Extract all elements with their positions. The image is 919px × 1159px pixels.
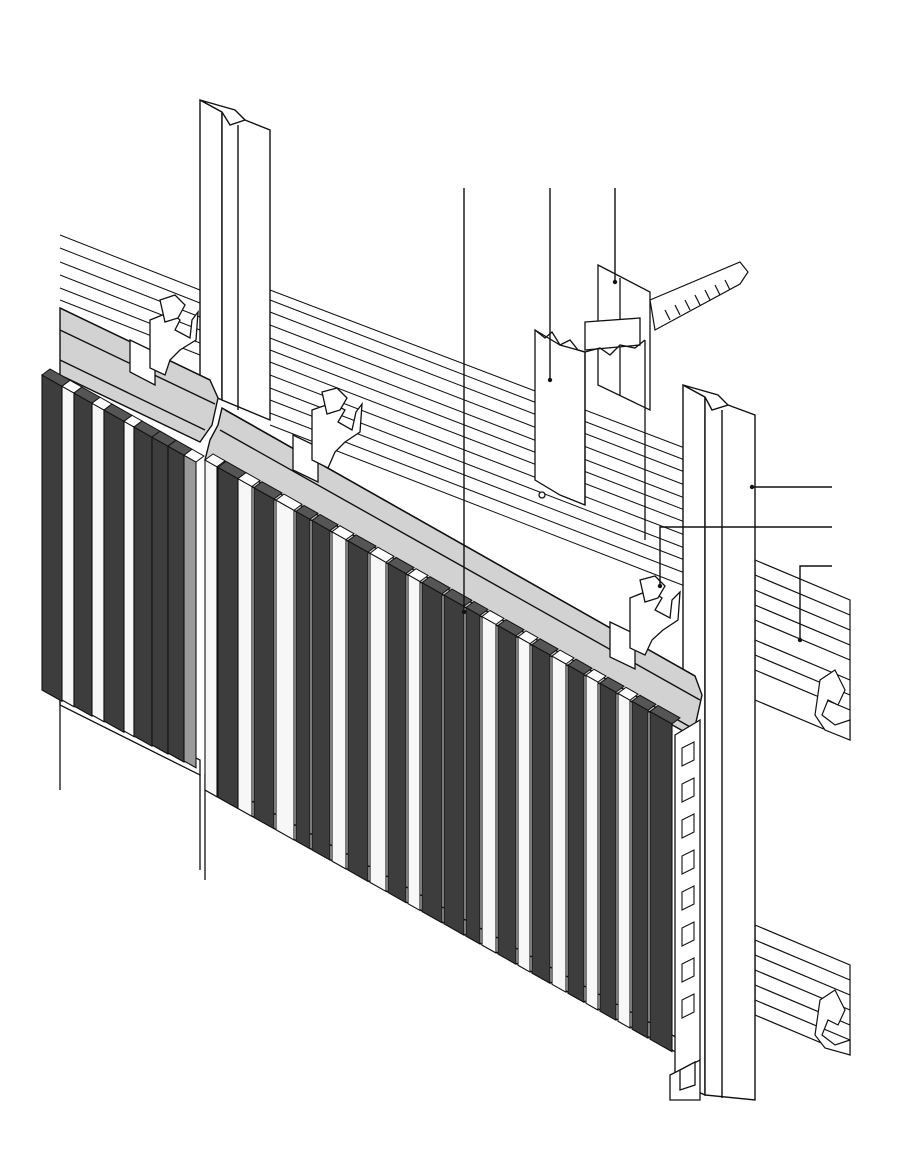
left-vertical-mullion <box>199 98 271 422</box>
tile-right-9 <box>347 539 369 883</box>
tile-right-4 <box>253 486 275 830</box>
tile-left-3 <box>73 392 93 718</box>
tile-right-19-cap <box>531 638 559 656</box>
tile-right-13-cap <box>421 576 451 595</box>
tile-left-2 <box>61 385 75 708</box>
tile-right-21-cap <box>567 658 593 675</box>
tile-right-4-cap <box>253 481 283 500</box>
tile-right-15-cap <box>465 600 489 616</box>
tile-right-20-cap <box>551 649 575 665</box>
tile-clip-middle <box>292 387 363 484</box>
tile-right-7 <box>311 519 331 862</box>
hollow-chamber-3 <box>681 813 695 839</box>
tile-left-8 <box>151 436 169 755</box>
tile-right-6 <box>295 510 311 850</box>
tile-right-18 <box>517 635 531 974</box>
tile-right-17 <box>497 624 517 966</box>
leader-line-clip <box>659 526 832 586</box>
tile-right-22-cap <box>585 668 607 683</box>
tile-left-10 <box>183 454 197 769</box>
tile-right-10 <box>369 552 387 893</box>
hollow-chamber-5 <box>681 885 695 911</box>
hollow-chambers <box>681 741 695 1019</box>
tile-right-20 <box>551 655 567 994</box>
tile-right-24 <box>617 692 631 1030</box>
hollow-chamber-1 <box>681 741 695 767</box>
tile-right-5 <box>275 499 295 841</box>
wall-bracket <box>584 263 651 412</box>
tile-right-17-cap <box>497 618 525 637</box>
tile-right-26-cap <box>649 704 681 725</box>
tile-right-1-cap <box>204 453 226 468</box>
terracotta-tiles-right-panel <box>204 453 681 1053</box>
tile-clip-right <box>609 575 681 671</box>
hollow-chamber-8 <box>681 993 695 1019</box>
tile-right-6-cap <box>295 504 319 520</box>
tile-right-8-cap <box>331 525 355 541</box>
tile-left-9 <box>167 445 185 763</box>
wall-dowel-anchor <box>649 261 749 331</box>
leader-lines <box>463 188 832 640</box>
tile-clip-left <box>129 294 199 387</box>
tile-right-10-cap <box>369 546 395 563</box>
leader-dots <box>461 279 803 643</box>
tile-right-11 <box>387 562 407 904</box>
tile-right-8 <box>331 530 347 870</box>
tile-right-19 <box>531 643 551 985</box>
tile-right-13 <box>421 581 443 924</box>
tile-right-14-cap <box>443 588 473 607</box>
upper-rail-lines-left <box>59 234 201 356</box>
tile-right-16-cap <box>481 609 505 626</box>
tile-right-1 <box>204 459 218 798</box>
tile-right-24-cap <box>617 686 639 701</box>
tile-right-14 <box>443 594 465 937</box>
tile-right-23-cap <box>599 676 625 693</box>
tile-right-16 <box>481 615 497 954</box>
vertical-subframe-profile <box>534 328 646 540</box>
tile-end-section <box>669 718 701 1101</box>
hollow-chamber-6 <box>681 921 695 947</box>
tile-right-22 <box>585 674 599 1012</box>
tile-right-18-cap <box>517 630 539 645</box>
hollow-chamber-4 <box>681 849 695 875</box>
tile-right-25-cap <box>631 694 657 711</box>
tile-right-15 <box>465 606 481 946</box>
tile-left-1 <box>41 374 63 703</box>
hollow-chamber-7 <box>681 957 695 983</box>
hollow-chamber-2 <box>681 777 695 803</box>
tile-right-12-cap <box>407 568 429 583</box>
tile-right-3 <box>237 477 253 818</box>
tile-right-25 <box>631 700 649 1040</box>
tile-right-23 <box>599 682 617 1022</box>
tile-right-26 <box>649 710 673 1053</box>
leader-line-rail <box>799 565 832 640</box>
tile-right-3-cap <box>237 472 261 488</box>
tile-right-7-cap <box>311 513 339 532</box>
right-rail-lower <box>754 924 851 1056</box>
tile-left-7 <box>133 426 153 748</box>
tile-right-12 <box>407 573 421 912</box>
tile-left-10-cap <box>183 448 205 463</box>
tile-left-5 <box>103 409 125 734</box>
tile-left-6 <box>123 420 135 738</box>
tile-right-11-cap <box>387 556 415 575</box>
tile-left-4 <box>91 402 105 723</box>
tile-right-5-cap <box>275 493 303 511</box>
terracotta-tiles-left-panel <box>41 368 205 769</box>
right-rail-upper <box>754 559 851 741</box>
tile-right-2 <box>217 466 239 810</box>
tile-right-21 <box>567 664 585 1004</box>
tile-right-9-cap <box>347 534 377 553</box>
upper-rail-lines-right <box>269 289 691 589</box>
